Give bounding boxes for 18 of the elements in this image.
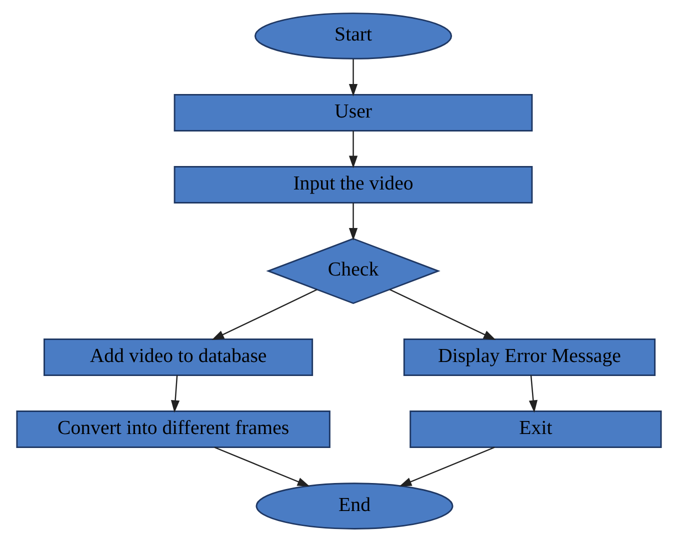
arrow [389, 289, 496, 340]
node-box: Convert into different frames [16, 410, 330, 448]
arrow [528, 375, 538, 413]
arrow [348, 59, 358, 96]
node-ellipse: End [255, 482, 453, 530]
arrow [170, 375, 180, 413]
node-box: Add video to database [43, 338, 313, 376]
arrow [211, 289, 317, 340]
node-ellipse: Start [254, 12, 452, 60]
arrow [398, 446, 494, 486]
node-box: User [173, 94, 532, 132]
arrow [214, 446, 310, 486]
arrow [348, 202, 358, 240]
node-box: Exit [409, 410, 662, 448]
node-box: Input the video [173, 166, 532, 204]
arrow [348, 130, 358, 168]
node-diamond: Check [266, 238, 440, 304]
node-box: Display Error Message [402, 338, 656, 376]
